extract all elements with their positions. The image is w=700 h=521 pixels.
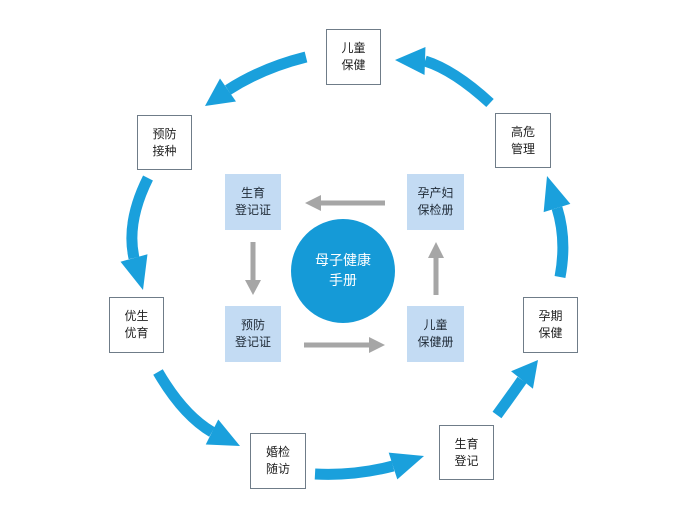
- inner-arrow-birthcert-to-vaccert: [245, 242, 261, 295]
- node-high-risk-line1: 高危: [510, 124, 535, 139]
- cycle-arrow-pregnancy-to-highrisk: [543, 176, 571, 279]
- node-maternal-handbook-line1: 孕产妇: [417, 186, 454, 200]
- node-vaccination-certificate-line2: 登记证: [234, 335, 271, 349]
- cycle-arrow-child-to-vaccination: [205, 51, 308, 106]
- node-birth-register-line2: 登记: [454, 453, 479, 468]
- node-premarital-line1: 婚检: [265, 445, 290, 459]
- node-child-handbook: 儿童 保健册: [407, 306, 464, 362]
- node-vaccination-certificate-line1: 预防: [240, 318, 265, 332]
- node-maternal-handbook: 孕产妇 保检册: [407, 174, 464, 230]
- node-birth-certificate-line1: 生育: [240, 186, 265, 200]
- cycle-arrow-eugenics-to-premarital: [153, 369, 240, 446]
- node-child-care-line2: 保健: [341, 58, 366, 72]
- cycle-arrow-highrisk-to-child: [395, 47, 494, 108]
- node-high-risk-line2: 管理: [510, 141, 535, 156]
- node-eugenics-line1: 优生: [124, 309, 149, 323]
- node-birth-certificate-line2: 登记证: [234, 203, 271, 217]
- node-child-care-line1: 儿童: [341, 41, 366, 55]
- node-vaccination: 预防 接种: [137, 115, 192, 170]
- node-eugenics: 优生 优育: [109, 297, 164, 353]
- cycle-arrow-vaccination-to-eugenics: [120, 175, 153, 290]
- node-pregnancy-care-line1: 孕期: [538, 309, 563, 323]
- node-vaccination-line2: 接种: [152, 143, 177, 158]
- center-label-line2: 手册: [329, 273, 357, 289]
- node-birth-certificate: 生育 登记证: [225, 174, 281, 230]
- inner-arrow-maternal-to-birthcert: [305, 195, 385, 211]
- node-birth-register-line1: 生育: [454, 436, 479, 451]
- node-premarital-line2: 随访: [265, 462, 290, 476]
- node-pregnancy-care-line2: 保健: [538, 326, 563, 340]
- node-child-handbook-line1: 儿童: [423, 318, 448, 332]
- node-pregnancy-care: 孕期 保健: [523, 297, 578, 353]
- center-handbook-circle: 母子健康 手册: [291, 219, 395, 323]
- node-child-care: 儿童 保健: [326, 29, 381, 85]
- inner-arrow-childbook-to-maternal: [428, 242, 444, 295]
- node-high-risk: 高危 管理: [495, 113, 551, 168]
- node-eugenics-line2: 优育: [124, 326, 149, 340]
- node-maternal-handbook-line2: 保检册: [417, 203, 454, 217]
- node-vaccination-certificate: 预防 登记证: [225, 306, 281, 362]
- node-premarital-checkup: 婚检 随访: [250, 433, 306, 489]
- node-birth-register: 生育 登记: [439, 425, 494, 480]
- node-child-handbook-line2: 保健册: [417, 335, 454, 349]
- inner-arrow-vaccert-to-childbook: [304, 337, 385, 353]
- cycle-arrow-premarital-to-birth: [314, 452, 424, 480]
- node-vaccination-line1: 预防: [152, 126, 177, 141]
- cycle-arrow-birth-to-pregnancy: [492, 360, 538, 419]
- center-label-line1: 母子健康: [315, 253, 371, 269]
